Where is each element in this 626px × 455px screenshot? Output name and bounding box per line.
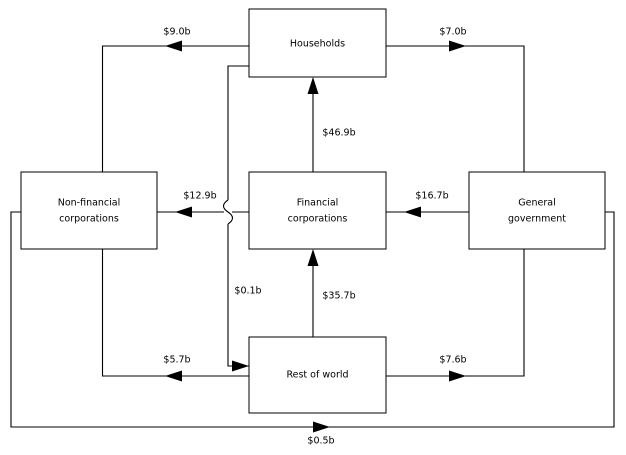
node-box-financial-corporations[interactable] — [248, 171, 387, 250]
flow-line-0-5b — [10, 211, 615, 428]
flow-label-7-0b: $7.0b — [439, 27, 466, 38]
flow-label-46-9b: $46.9b — [322, 128, 355, 139]
node-label-general-government-line1: General — [518, 198, 555, 209]
node-label-financial-corporations-line2: corporations — [288, 214, 348, 225]
arrow-head-16-7b — [404, 206, 421, 218]
arrow-head-46-9b — [307, 77, 319, 94]
flow-rest-of-world-to-non-financial: $5.7b — [101, 249, 249, 382]
node-label-rest-of-world: Rest of world — [286, 370, 348, 381]
flow-line-9-0b — [101, 45, 249, 172]
flow-households-to-non-financial: $9.0b — [101, 27, 249, 172]
arrow-head-7-0b — [449, 40, 466, 52]
flow-households-to-rest-of-world: $0.1b — [222, 65, 262, 372]
arrow-head-9-0b — [165, 40, 182, 52]
flow-rest-of-world-to-general-government: $7.6b — [386, 249, 525, 382]
node-financial-corporations[interactable]: Financial corporations — [248, 171, 387, 250]
flow-label-0-1b: $0.1b — [234, 286, 261, 297]
node-label-general-government-line2: government — [508, 214, 566, 225]
node-label-financial-corporations-line1: Financial — [297, 198, 339, 209]
flow-label-0-5b: $0.5b — [307, 436, 334, 447]
arrow-head-0-5b — [313, 421, 330, 433]
flow-label-5-7b: $5.7b — [163, 355, 190, 366]
arrow-head-35-7b — [307, 249, 319, 266]
node-box-households[interactable] — [248, 8, 387, 78]
flow-label-35-7b: $35.7b — [322, 291, 355, 302]
flow-label-12-9b: $12.9b — [183, 191, 216, 202]
node-non-financial-corporations[interactable]: Non-financial corporations — [20, 171, 158, 250]
flow-label-16-7b: $16.7b — [415, 191, 448, 202]
flow-line-5-7b — [101, 249, 249, 377]
flow-line-0-1b-upper — [227, 65, 249, 200]
flow-label-9-0b: $9.0b — [163, 27, 190, 38]
arrow-head-12-9b — [175, 206, 192, 218]
arrow-head-5-7b — [165, 370, 182, 382]
flow-line-7-6b — [386, 249, 525, 377]
flow-households-to-general-government: $7.0b — [386, 27, 525, 172]
node-label-non-financial-corporations-line2: corporations — [59, 214, 119, 225]
node-box-non-financial-corporations[interactable] — [20, 171, 158, 250]
flow-financial-to-non-financial: $12.9b — [157, 191, 249, 218]
flow-non-financial-to-general-government: $0.5b — [10, 211, 615, 447]
node-rest-of-world[interactable]: Rest of world — [248, 336, 387, 414]
node-households[interactable]: Households — [248, 8, 387, 78]
flow-financial-to-households: $46.9b — [307, 77, 356, 172]
node-label-non-financial-corporations-line1: Non-financial — [58, 198, 121, 209]
flow-general-government-to-financial: $16.7b — [386, 191, 469, 218]
flow-line-7-0b — [386, 45, 525, 172]
arrow-head-0-1b — [232, 360, 249, 372]
arrow-head-7-6b — [449, 370, 466, 382]
flow-label-7-6b: $7.6b — [439, 355, 466, 366]
node-general-government[interactable]: General government — [468, 171, 606, 250]
flow-rest-of-world-to-financial: $35.7b — [307, 249, 356, 337]
node-label-households: Households — [290, 39, 345, 50]
flow-line-0-1b-hop — [222, 199, 234, 225]
node-box-rest-of-world[interactable] — [248, 336, 387, 414]
node-box-general-government[interactable] — [468, 171, 606, 250]
